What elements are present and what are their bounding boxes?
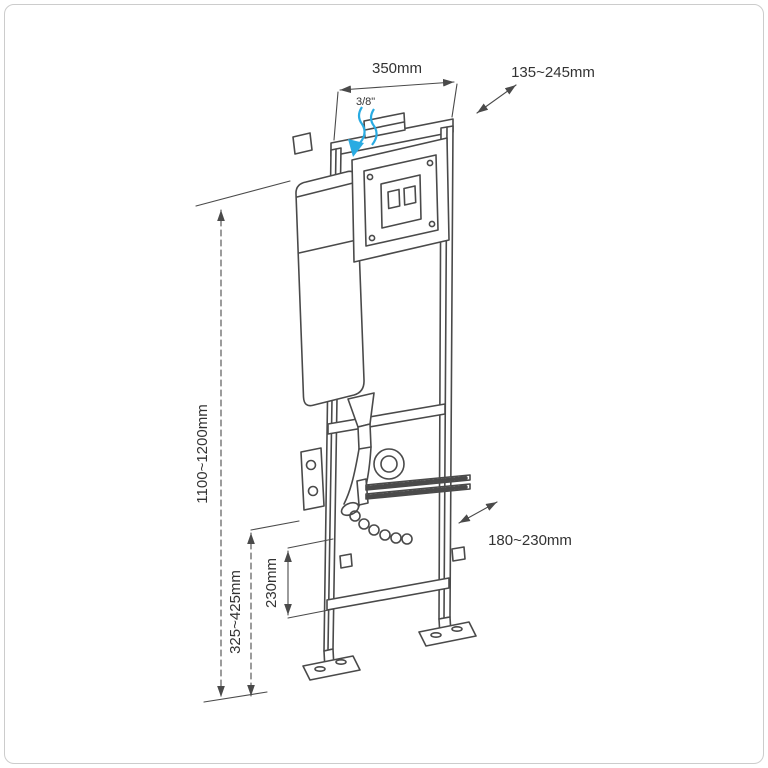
drain-outlet-opening (340, 501, 360, 517)
water-arrow-icon (348, 139, 364, 157)
outlet-flange (373, 448, 405, 480)
lower-crossbar (326, 577, 450, 611)
outlet-flange-inner (380, 455, 398, 473)
dimension-line-depth (476, 84, 517, 114)
panel-screw (368, 234, 376, 242)
left-foot-plate (302, 655, 361, 681)
dimension-line-rods (458, 501, 498, 524)
flush-button (403, 185, 417, 206)
chain-link (390, 532, 402, 544)
panel-screw (428, 220, 436, 228)
rod-threads (366, 484, 470, 499)
top-left-bracket (292, 132, 313, 155)
water-inlet-flow (348, 106, 378, 157)
extension-line (333, 91, 339, 141)
dim-350-label: 350mm (372, 60, 422, 77)
extension-line (287, 538, 334, 549)
access-panel (351, 137, 450, 263)
bracket-hole (305, 459, 317, 471)
dimension-line-350 (339, 78, 455, 94)
chain-link (401, 533, 413, 545)
rod-plate (356, 478, 369, 506)
inlet-thread-label: 3/8" (356, 96, 375, 108)
chain-link (358, 518, 370, 530)
cistern-lid-line (296, 181, 358, 198)
chain-link (379, 529, 391, 541)
dim-fixing-label: 325~425mm (227, 570, 244, 654)
right-foot-plate (418, 621, 477, 647)
panel-screw (366, 173, 374, 181)
extension-line (203, 691, 268, 703)
drain-bend-outer (343, 448, 360, 505)
cistern-seam-line (298, 238, 362, 254)
chain-link (349, 510, 361, 522)
foot-slot (335, 658, 347, 665)
wall-bracket (300, 447, 325, 511)
extension-line (250, 520, 300, 531)
cistern-tank (295, 170, 413, 545)
pan-fixing-right (451, 546, 466, 562)
water-wave-icon (369, 108, 378, 146)
dimension-lines (195, 78, 517, 703)
dim-rods-label: 180~230mm (488, 532, 572, 549)
foot-slot (430, 631, 442, 638)
mid-crossbar (327, 403, 446, 435)
rod-threads (366, 475, 470, 490)
bracket-hole (307, 485, 319, 497)
foot-slot (451, 625, 463, 632)
pan-fixing-left (339, 553, 353, 569)
panel-screw (426, 159, 434, 167)
water-inlet-box-line (364, 121, 405, 131)
chain-link (368, 524, 380, 536)
water-wave-icon (357, 106, 366, 144)
dim-outlet-label: 230mm (263, 558, 280, 608)
dim-depth-label: 135~245mm (511, 64, 595, 81)
extension-line (451, 83, 458, 118)
flush-button (387, 188, 401, 210)
fixings (300, 447, 477, 681)
dim-height-label: 1100~1200mm (194, 404, 211, 503)
flush-pipe (357, 423, 372, 450)
extension-line (195, 180, 291, 207)
foot-slot (314, 665, 326, 672)
extension-line (287, 608, 335, 619)
